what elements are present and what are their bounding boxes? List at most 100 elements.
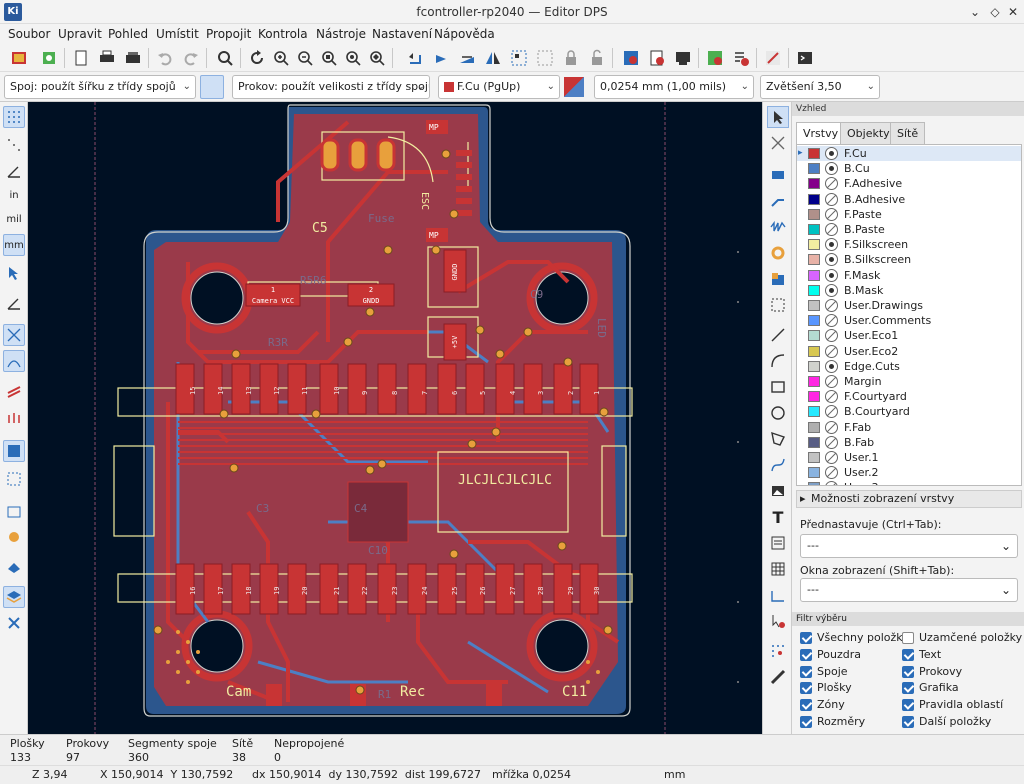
mirror-icon[interactable]: [482, 47, 504, 69]
drc-icon[interactable]: [704, 47, 726, 69]
zoom-out-icon[interactable]: [294, 47, 316, 69]
visibility-eye-icon[interactable]: [825, 329, 838, 343]
checkbox-icon[interactable]: [902, 665, 914, 678]
draw-polygon-icon[interactable]: [767, 428, 789, 450]
visibility-eye-icon[interactable]: [825, 147, 838, 160]
layer-color-swatch[interactable]: [808, 269, 820, 281]
add-footprint-icon[interactable]: [767, 164, 789, 186]
visibility-eye-icon[interactable]: [825, 451, 838, 464]
visibility-eye-icon[interactable]: [825, 390, 838, 404]
tab-objects[interactable]: Objekty: [840, 122, 897, 144]
checklist-icon[interactable]: [730, 47, 752, 69]
sync-sizes-icon[interactable]: [200, 75, 224, 99]
add-via-icon[interactable]: [767, 242, 789, 264]
zone-fill-icon[interactable]: [3, 440, 25, 462]
group-icon[interactable]: [508, 47, 530, 69]
tab-layers[interactable]: Vrstvy: [796, 122, 846, 144]
angle-icon[interactable]: [3, 292, 25, 314]
polar-coords-icon[interactable]: [3, 160, 25, 182]
layer-color-swatch[interactable]: [808, 421, 820, 433]
refresh-icon[interactable]: [246, 47, 268, 69]
visibility-eye-icon[interactable]: [825, 359, 838, 373]
print-icon[interactable]: [96, 47, 118, 69]
tune-length-icon[interactable]: [767, 216, 789, 238]
visibility-eye-icon[interactable]: [825, 207, 838, 221]
visibility-eye-icon[interactable]: [825, 299, 838, 312]
add-dimension-icon[interactable]: [767, 584, 789, 606]
display-options-toggle[interactable]: ▸Možnosti zobrazení vrstvy: [796, 490, 1022, 508]
net-color-icon[interactable]: [3, 500, 25, 522]
checkbox-icon[interactable]: [800, 716, 812, 728]
layer-color-swatch[interactable]: [808, 239, 820, 251]
menu-napoveda[interactable]: Nápověda: [434, 27, 495, 41]
layer-row[interactable]: B.Cu: [797, 161, 1021, 176]
menu-umistit[interactable]: Umístit: [156, 27, 199, 41]
units-mm-icon[interactable]: mm: [3, 234, 25, 256]
layer-color-swatch[interactable]: [808, 315, 820, 327]
checkbox-icon[interactable]: [800, 648, 812, 661]
visibility-eye-icon[interactable]: [825, 481, 838, 485]
restore-icon[interactable]: ◇: [990, 5, 1000, 19]
checkbox-icon[interactable]: [902, 699, 914, 712]
add-textbox-icon[interactable]: [767, 532, 789, 554]
filter-checkbox[interactable]: Prokovy: [902, 664, 962, 680]
layer-color-swatch[interactable]: [808, 482, 820, 485]
local-ratsnest-icon[interactable]: [767, 132, 789, 154]
layer-row[interactable]: User.1: [797, 450, 1021, 465]
board-setup-icon[interactable]: [8, 47, 30, 69]
rotate-ccw-icon[interactable]: [404, 47, 426, 69]
menu-upravit[interactable]: Upravit: [58, 27, 102, 41]
add-text-icon[interactable]: T: [772, 507, 784, 527]
visibility-eye-icon[interactable]: [825, 268, 838, 282]
layer-row[interactable]: F.Courtyard: [797, 389, 1021, 404]
layer-color-swatch[interactable]: [808, 452, 820, 463]
measure-icon[interactable]: [767, 666, 789, 688]
filter-checkbox[interactable]: Rozměry: [800, 714, 865, 730]
plot-icon[interactable]: [122, 47, 144, 69]
grid-select[interactable]: 0,0254 mm (1,00 mils)⌄: [594, 75, 754, 99]
filter-checkbox[interactable]: Všechny položky: [800, 630, 909, 646]
lock-icon[interactable]: [560, 47, 582, 69]
close-icon[interactable]: ✕: [1007, 5, 1019, 19]
track-width-select[interactable]: Spoj: použít šířku z třídy spojů⌄: [4, 75, 196, 99]
layer-row[interactable]: User.Eco2: [797, 344, 1021, 359]
visibility-eye-icon[interactable]: [825, 375, 838, 388]
visibility-eye-icon[interactable]: [825, 238, 838, 252]
zone-outline-icon[interactable]: [3, 468, 25, 490]
layer-row[interactable]: User.Comments: [797, 313, 1021, 328]
layer-color-swatch[interactable]: [808, 148, 820, 159]
checkbox-icon[interactable]: [800, 632, 812, 644]
layer-color-swatch[interactable]: [808, 330, 820, 342]
layer-row[interactable]: B.Mask: [797, 283, 1021, 298]
units-inch-icon[interactable]: in: [9, 189, 19, 201]
menu-nastaveni[interactable]: Nastavení: [372, 27, 433, 41]
net-inspector-icon[interactable]: [3, 556, 25, 578]
visibility-eye-icon[interactable]: [825, 344, 838, 358]
layer-color-swatch[interactable]: [808, 376, 820, 387]
layer-select[interactable]: F.Cu (PgUp)⌄: [438, 75, 560, 99]
add-image-icon[interactable]: [767, 480, 789, 502]
layer-row[interactable]: F.Paste: [797, 207, 1021, 222]
filter-checkbox[interactable]: Plošky: [800, 680, 852, 696]
layer-color-swatch[interactable]: [808, 254, 820, 266]
menu-pohled[interactable]: Pohled: [108, 27, 149, 41]
filter-checkbox[interactable]: Spoje: [800, 664, 848, 680]
menu-soubor[interactable]: Soubor: [8, 27, 51, 41]
checkbox-icon[interactable]: [902, 682, 914, 695]
high-contrast-icon[interactable]: [3, 380, 25, 402]
layer-row[interactable]: User.Eco1: [797, 328, 1021, 343]
route-track-icon[interactable]: [767, 190, 789, 212]
update-pcb-icon[interactable]: [646, 47, 668, 69]
draw-rect-icon[interactable]: [767, 376, 789, 398]
add-rule-area-icon[interactable]: [767, 294, 789, 316]
grid-origin-icon[interactable]: [767, 640, 789, 662]
visibility-eye-icon[interactable]: [825, 253, 838, 267]
footprint-editor-icon[interactable]: [38, 47, 60, 69]
layers-manager-icon[interactable]: [3, 586, 25, 608]
checkbox-icon[interactable]: [902, 648, 914, 661]
layer-row[interactable]: F.Silkscreen: [797, 237, 1021, 252]
layer-color-swatch[interactable]: [808, 178, 820, 190]
menu-nastroje[interactable]: Nástroje: [316, 27, 367, 41]
undo-icon[interactable]: [154, 47, 176, 69]
layer-row[interactable]: B.Courtyard: [797, 404, 1021, 419]
